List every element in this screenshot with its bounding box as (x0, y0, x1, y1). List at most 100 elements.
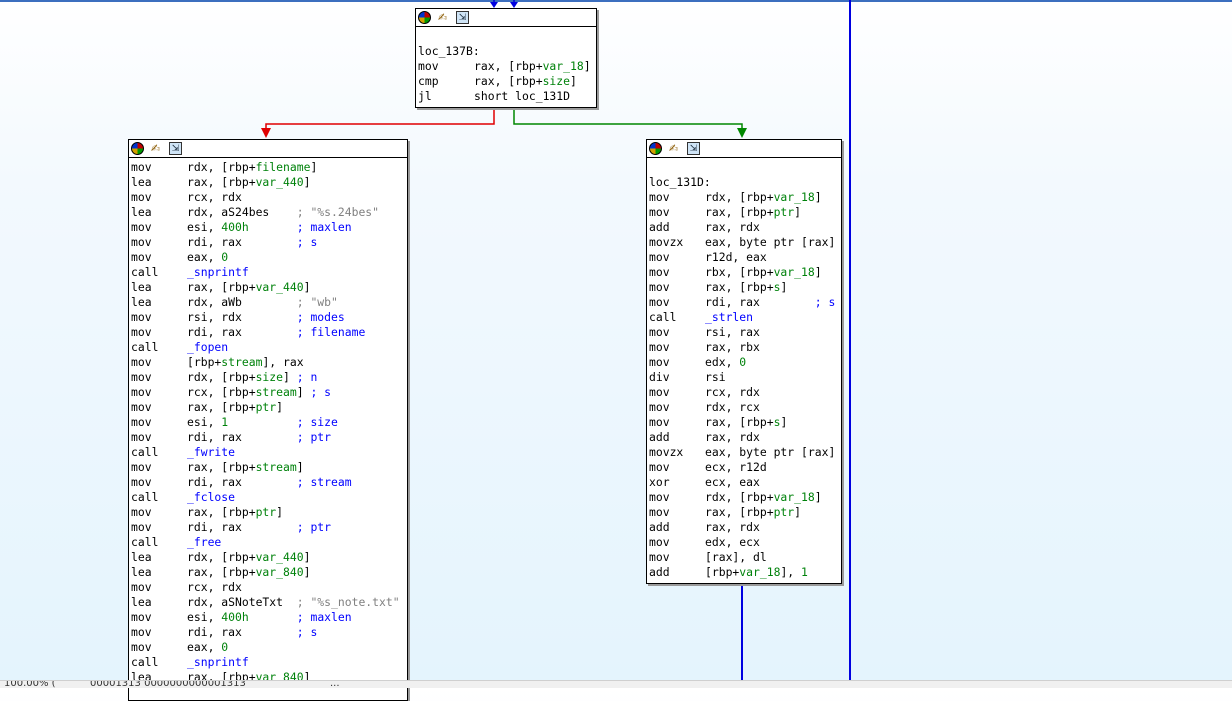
asm-token: ptr (255, 400, 277, 414)
group-nodes-icon[interactable]: ⇲ (169, 142, 182, 155)
asm-line[interactable]: call_fopen (131, 340, 405, 355)
asm-token: ], rax (262, 355, 304, 369)
asm-token: ; "wb" (296, 295, 338, 309)
group-nodes-icon[interactable]: ⇲ (456, 11, 469, 24)
asm-line[interactable]: call_fwrite (131, 445, 405, 460)
asm-mnemonic: mov (649, 355, 670, 369)
asm-token: var_18 (773, 190, 815, 204)
asm-token: rcx, rdx (187, 190, 242, 204)
asm-token: eax, byte ptr [rax] (705, 445, 836, 459)
status-bar: 100.00% ( 00001313 0000000000001313 ... (0, 680, 1232, 688)
asm-line[interactable]: call_strlen (649, 310, 839, 325)
asm-mnemonic: mov (649, 460, 670, 474)
asm-token: [rbp+ (187, 355, 222, 369)
asm-line[interactable]: call_snprintf (131, 655, 405, 670)
asm-token: ptr (773, 505, 795, 519)
asm-token: rdx, aSNoteTxt (187, 595, 297, 609)
asm-token: stream (221, 355, 263, 369)
group-nodes-icon[interactable]: ⇲ (687, 142, 700, 155)
asm-token: ; ptr (296, 520, 332, 534)
asm-line[interactable] (418, 29, 594, 44)
asm-token: rdi, rax (187, 475, 297, 489)
asm-token: eax, (187, 640, 222, 654)
asm-line[interactable]: call_free (131, 535, 405, 550)
asm-line[interactable]: add[rbp+var_18], 1 (649, 565, 839, 580)
asm-line[interactable]: call_snprintf (131, 265, 405, 280)
asm-line[interactable]: loc_131D: (649, 175, 839, 190)
node-color-icon[interactable] (131, 142, 144, 155)
asm-line[interactable]: mov[rax], dl (649, 550, 839, 565)
rename-pencil-icon[interactable]: ✍ (437, 11, 448, 24)
asm-token: esi, (187, 415, 222, 429)
asm-line[interactable] (649, 160, 839, 175)
rename-pencil-icon[interactable]: ✍ (150, 142, 161, 155)
node-color-icon[interactable] (649, 142, 662, 155)
asm-line[interactable]: loc_137B: (418, 44, 594, 59)
node-color-icon[interactable] (418, 11, 431, 24)
asm-token: short loc_131D (474, 89, 571, 103)
asm-token: var_18 (773, 490, 815, 504)
rename-pencil-icon[interactable]: ✍ (668, 142, 679, 155)
asm-token: ] (794, 505, 802, 519)
asm-line[interactable]: mov[rbp+stream], rax (131, 355, 405, 370)
status-extra: ... (330, 680, 340, 688)
asm-line[interactable]: call_fclose (131, 490, 405, 505)
